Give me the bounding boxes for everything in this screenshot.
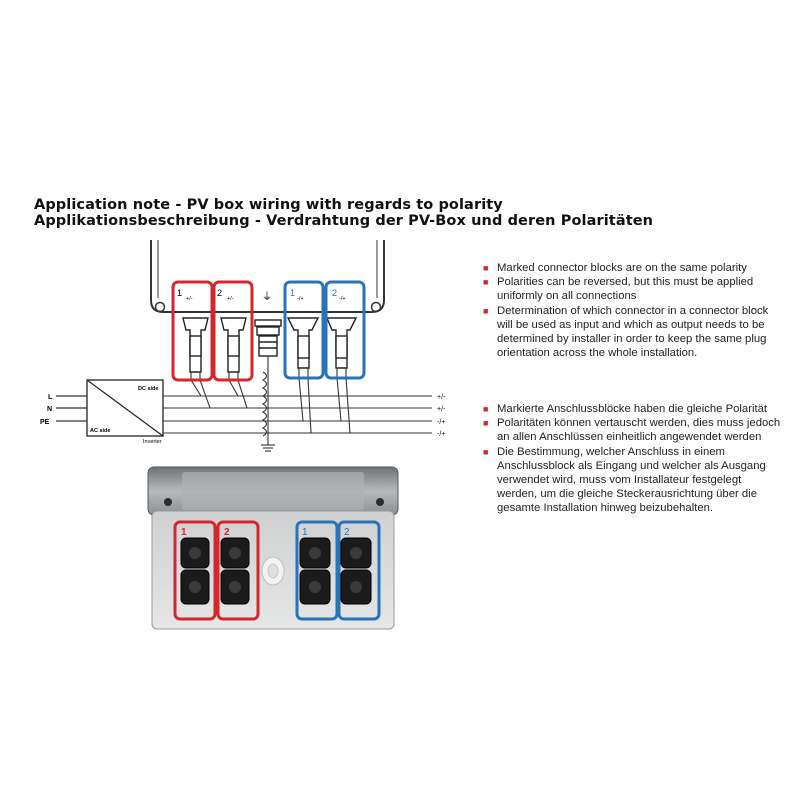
line-pe-label: PE	[40, 419, 50, 426]
schematic-block-3-number: 1	[290, 288, 295, 298]
photo-block-1-number: 1	[181, 527, 187, 538]
cable-gland	[254, 319, 282, 357]
dc-side-label: DC side	[138, 386, 158, 392]
schematic-block-3-polarity: -/+	[297, 296, 304, 302]
right-label-2: +/-	[437, 406, 446, 413]
connector-blue-1	[286, 317, 320, 369]
note-en-3: ■Determination of which connector in a c…	[483, 304, 769, 360]
line-l-label: L	[48, 394, 53, 401]
note-en-1: ■Marked connector blocks are on the same…	[483, 262, 747, 274]
enclosure-schematic	[150, 240, 385, 313]
right-label-3: -/+	[437, 419, 445, 426]
schematic-block-2-number: 2	[217, 288, 222, 298]
schematic-block-2-polarity: +/-	[227, 296, 234, 302]
photo-block-3-number: 1	[302, 527, 308, 538]
inverter-label: Inverter	[143, 439, 162, 445]
right-label-1: +/-	[437, 394, 446, 401]
note-de-2: ■Polaritäten können vertauscht werden, d…	[483, 417, 781, 444]
inverter-box: DC side AC side Inverter	[86, 379, 164, 445]
schematic-block-frames	[171, 280, 366, 382]
photo-block-2-number: 2	[224, 527, 230, 538]
schematic-block-1-polarity: +/-	[186, 296, 193, 302]
ac-lines	[56, 395, 87, 422]
dc-lines	[163, 356, 432, 452]
note-en-2: ■Polarities can be reversed, but this mu…	[483, 276, 754, 303]
title-english: Application note - PV box wiring with re…	[34, 197, 503, 213]
line-n-label: N	[47, 406, 52, 413]
note-de-3: ■Die Bestimmung, welcher Anschluss in ei…	[483, 445, 766, 515]
photo-block-4-number: 2	[344, 527, 350, 538]
enclosure-photo	[147, 466, 399, 630]
ac-side-label: AC side	[90, 428, 110, 434]
photo-block-frames	[173, 520, 381, 621]
schematic-block-4-polarity: -/+	[339, 296, 346, 302]
note-de-1: ■Markierte Anschlussblöcke haben die gle…	[483, 403, 768, 415]
schematic-block-4-number: 2	[332, 288, 337, 298]
schematic-connectors	[182, 317, 358, 373]
schematic-block-1-number: 1	[177, 288, 182, 298]
right-label-4: -/+	[437, 431, 445, 438]
notes-english: ■Marked connector blocks are on the same…	[483, 261, 783, 360]
notes-german: ■Markierte Anschlussblöcke haben die gle…	[483, 402, 783, 516]
connector-red-1	[182, 317, 209, 373]
title-german: Applikationsbeschreibung - Verdrahtung d…	[34, 213, 654, 229]
connector-blue-2	[325, 317, 358, 369]
ground-icon: ⏚	[262, 291, 272, 303]
connector-red-2	[220, 317, 247, 373]
